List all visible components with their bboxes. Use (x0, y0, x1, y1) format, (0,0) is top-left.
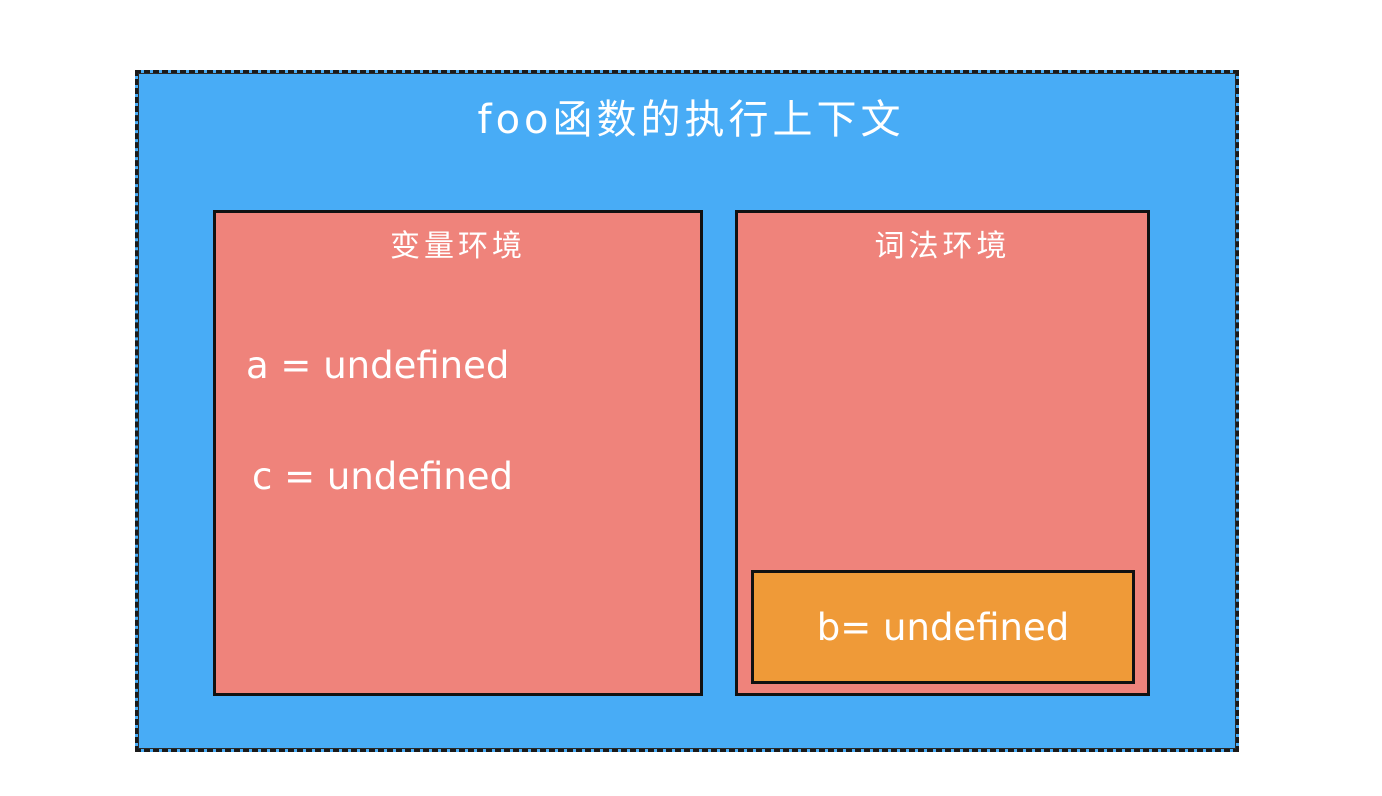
execution-context-title: foo函数的执行上下文 (477, 97, 905, 143)
lexical-environment-box: 词法环境 b= undefined (735, 210, 1150, 696)
variable-c-entry: c = undefined (252, 455, 514, 498)
variable-b-entry: b= undefined (816, 606, 1070, 649)
variable-environment-box: 变量环境 a = undefined c = undefined (213, 210, 703, 696)
block-scope-box: b= undefined (751, 570, 1135, 684)
variable-environment-title: 变量环境 (390, 229, 526, 264)
lexical-environment-title: 词法环境 (874, 229, 1011, 264)
variable-a-entry: a = undefined (246, 344, 510, 387)
